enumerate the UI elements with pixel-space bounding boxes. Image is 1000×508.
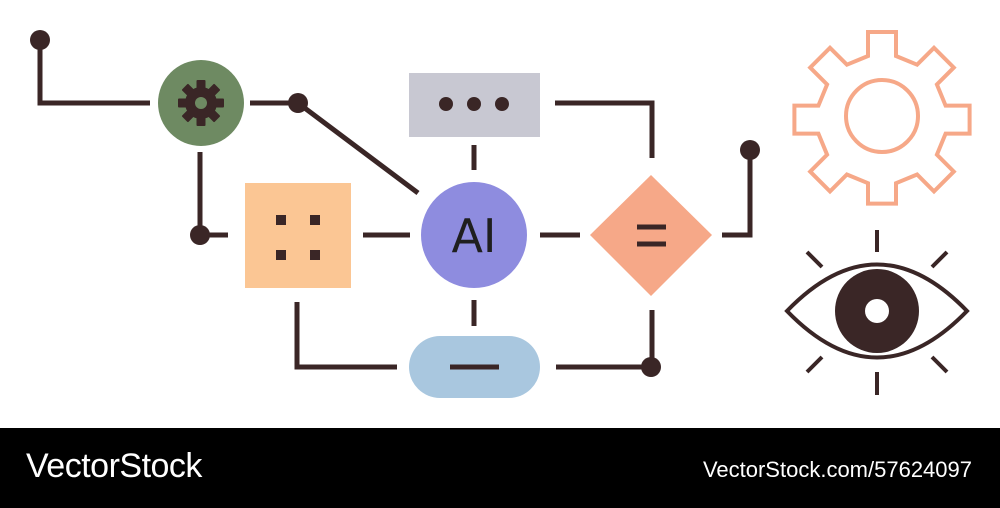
dots-node: [409, 73, 540, 137]
ai-node: AI: [421, 182, 527, 288]
grid-node: [245, 183, 351, 288]
ai-flow-diagram: AI: [30, 30, 972, 398]
equals-node: [590, 175, 712, 296]
four-dots-icon: [276, 215, 320, 260]
connector-lines: [37, 40, 753, 370]
brand-name: VectorStock: [26, 447, 202, 485]
footer-bar: VectorStock VectorStock.com/57624097: [0, 428, 1000, 508]
eye-icon: [784, 230, 970, 395]
ai-label: AI: [451, 209, 496, 263]
equals-icon: [637, 224, 666, 247]
minus-node: [409, 336, 540, 398]
ellipsis-icon: [439, 97, 509, 111]
stock-url: VectorStock.com/57624097: [702, 457, 972, 482]
junction-dots: [30, 30, 760, 377]
gear-node: [158, 60, 244, 146]
gear-outline-icon: [792, 30, 972, 206]
gear-icon: [178, 80, 224, 126]
